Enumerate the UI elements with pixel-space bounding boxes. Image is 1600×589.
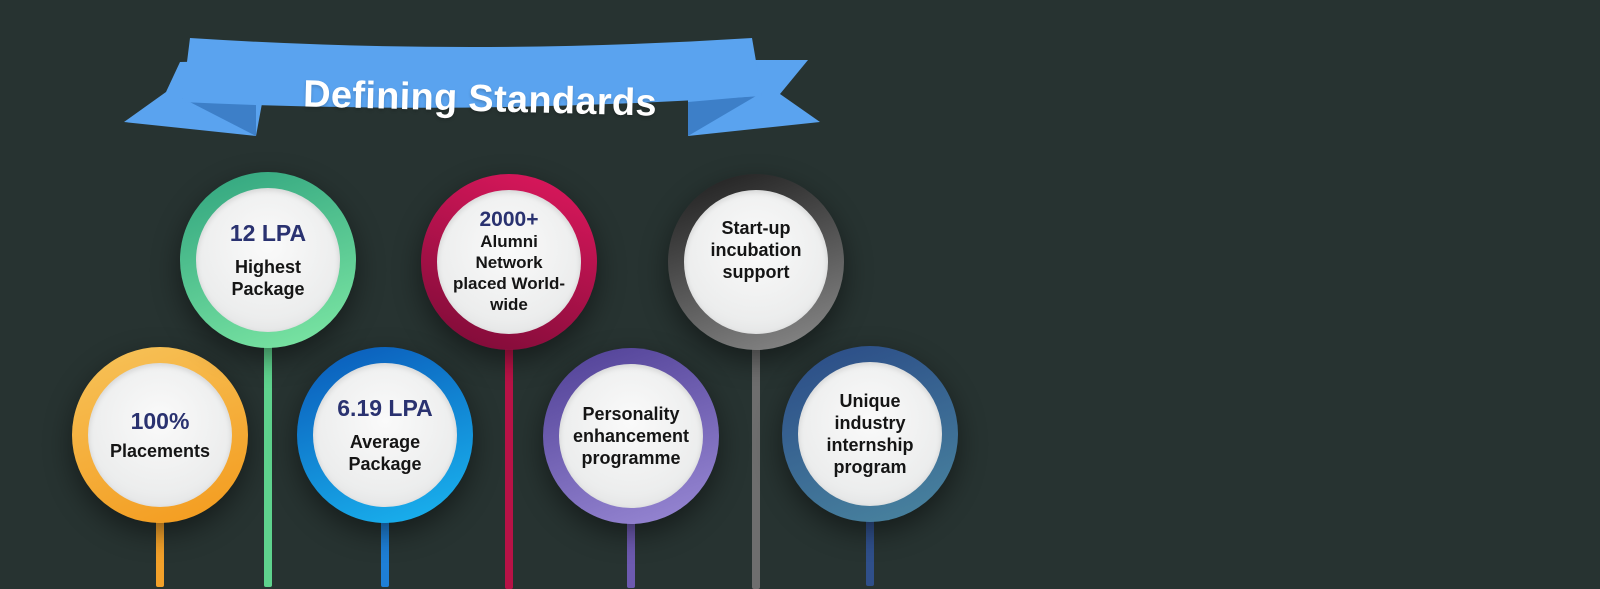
stat-pin-placements: 100% Placements — [72, 347, 248, 587]
pin-stem — [866, 506, 874, 586]
stat-value: 12 LPA — [229, 220, 307, 246]
pin-disc: 12 LPA Highest Package — [196, 188, 340, 332]
stat-value: 2000+ — [479, 208, 539, 231]
stat-value: 6.19 LPA — [337, 395, 433, 421]
stat-label: Unique industry internship program — [826, 391, 914, 477]
pin-disc: 100% Placements — [88, 363, 232, 507]
pin-disc: 2000+ Alumni Network placed World-wide — [437, 190, 581, 334]
pin-stem — [264, 332, 272, 587]
pin-disc: Unique industry internship program — [798, 362, 942, 506]
stat-label: Personality enhancement programme — [572, 404, 690, 468]
stat-pin-internship: Unique industry internship program — [782, 346, 958, 586]
ribbon-right-fold — [688, 96, 756, 136]
ribbon-banner: Defining Standards — [120, 30, 840, 150]
stat-label: Highest Package — [231, 257, 305, 299]
stat-label: Alumni Network placed World-wide — [452, 232, 566, 314]
pin-disc: 6.19 LPA Average Package — [313, 363, 457, 507]
pin-stem — [505, 334, 513, 589]
pin-stem — [156, 507, 164, 587]
pin-stem — [627, 508, 635, 588]
stat-label: Start-up incubation support — [710, 218, 802, 282]
stat-label: Average Package — [348, 432, 422, 474]
pin-stem — [381, 507, 389, 587]
stat-label: Placements — [109, 441, 211, 461]
stat-pin-average-package: 6.19 LPA Average Package — [297, 347, 473, 587]
ribbon-band — [182, 38, 762, 108]
stat-pin-alumni-network: 2000+ Alumni Network placed World-wide — [421, 174, 597, 589]
stat-value: 100% — [130, 408, 190, 434]
pin-stem — [752, 334, 760, 589]
pin-disc: Personality enhancement programme — [559, 364, 703, 508]
ribbon-shape — [124, 38, 820, 136]
stat-pin-startup: Start-up incubation support — [668, 174, 844, 589]
ribbon-left-fold — [182, 98, 256, 136]
stat-pin-personality: Personality enhancement programme — [543, 348, 719, 588]
pin-disc: Start-up incubation support — [684, 190, 828, 334]
stat-pin-highest-package: 12 LPA Highest Package — [180, 172, 356, 587]
